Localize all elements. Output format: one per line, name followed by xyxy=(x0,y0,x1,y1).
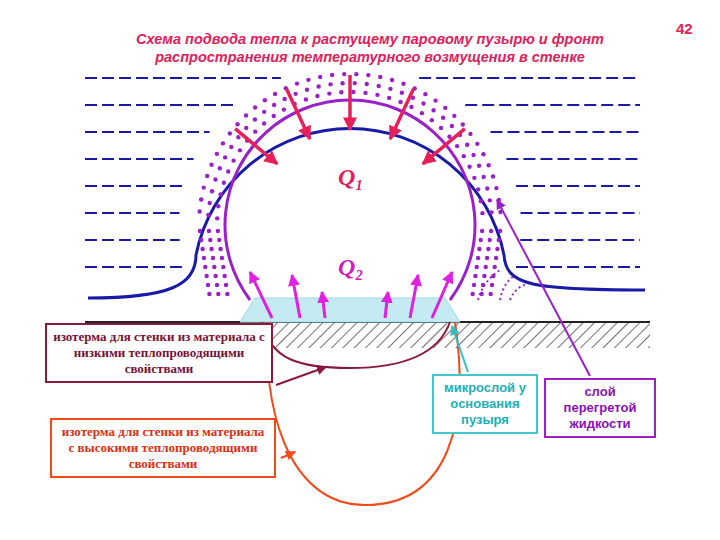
callout-text: слой перегретой жидкости xyxy=(552,384,648,432)
leader-line xyxy=(452,326,468,372)
isotherm-low xyxy=(262,322,450,368)
microlayer-callout: микрослой у основания пузыря xyxy=(432,374,538,434)
isotherm-high xyxy=(267,322,459,505)
callout-text: изотерма для стенки из материала с низки… xyxy=(53,329,265,377)
callout-text: изотерма для стенки из материала с высок… xyxy=(58,424,268,472)
isotherm-callout: изотерма для стенки из материала с высок… xyxy=(50,418,276,478)
leader-line xyxy=(281,452,295,458)
leader-line xyxy=(497,200,590,376)
page-number: 42 xyxy=(676,20,693,37)
heat-flux-label: Q₂ xyxy=(338,254,364,281)
layer-callout: слой перегретой жидкости xyxy=(544,378,656,438)
streams xyxy=(478,270,528,300)
vapor-bubble xyxy=(225,100,475,300)
leader-line xyxy=(276,367,326,385)
title: Схема подвода тепла к растущему паровому… xyxy=(110,30,630,66)
heat-flux-label: Q₁ xyxy=(338,164,364,191)
isotherm-callout: изотерма для стенки из материала с низки… xyxy=(45,323,273,383)
callout-text: микрослой у основания пузыря xyxy=(440,380,530,428)
superheated-layer-boundary xyxy=(88,129,645,298)
liquid-lines xyxy=(85,78,640,267)
microlayer xyxy=(240,298,460,322)
superheated-dots xyxy=(197,72,502,296)
heat-flux-q1 xyxy=(235,75,465,164)
